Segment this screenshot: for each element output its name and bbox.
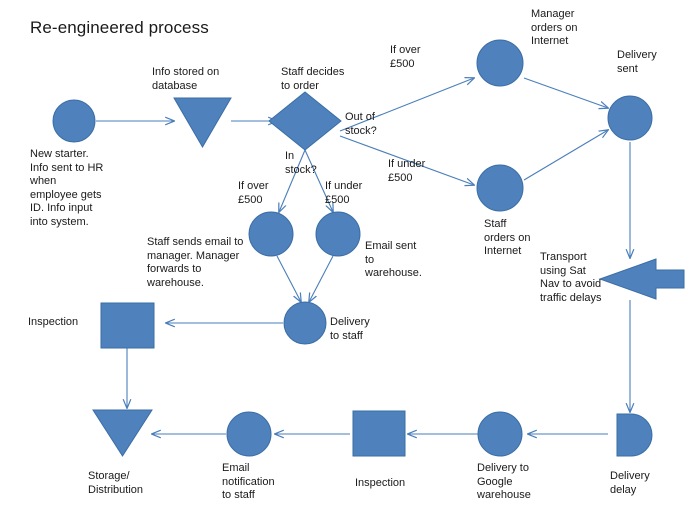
edge-staffsendsemail-deliverytostaff	[276, 255, 301, 302]
node-delivery-to-staff[interactable]	[283, 301, 327, 345]
node-inspection-mid[interactable]	[100, 302, 155, 349]
label-manager-orders-internet: Manager orders on Internet	[531, 8, 578, 47]
label-if-over-500-top: If over £500	[390, 44, 421, 70]
node-transport-block-arrow[interactable]	[598, 258, 685, 300]
label-inspection-mid: Inspection	[28, 316, 79, 328]
label-staff-orders-internet: Staff orders on Internet	[484, 218, 531, 257]
label-delivery-delay: Delivery delay	[610, 470, 650, 496]
label-out-of-stock: Out of stock?	[345, 111, 377, 137]
node-storage-distribution[interactable]	[92, 409, 153, 457]
node-email-notification-staff[interactable]	[226, 411, 272, 457]
node-staff-orders-internet[interactable]	[476, 164, 524, 212]
edge-decision-emailsentwarehouse	[304, 149, 333, 212]
node-staff-sends-email-manager[interactable]	[248, 211, 294, 257]
node-info-stored-database[interactable]	[173, 97, 232, 148]
page-title: Re-engineered process	[30, 18, 209, 37]
label-email-sent-warehouse: Email sent to warehouse.	[365, 240, 422, 279]
label-if-under-500-top: If under £500	[388, 158, 426, 184]
edge-stafforders-deliverysent	[523, 130, 608, 181]
edge-emailsentwarehouse-deliverytostaff	[309, 255, 334, 302]
node-inspection-bottom[interactable]	[352, 410, 406, 457]
node-delivery-sent[interactable]	[607, 95, 653, 141]
label-staff-decides-to-order: Staff decides to order	[281, 66, 345, 92]
label-email-notification-staff: Email notification to staff	[222, 462, 275, 501]
label-transport-sat-nav: Transport using Sat Nav to avoid traffic…	[540, 251, 602, 304]
node-delivery-delay[interactable]	[616, 413, 653, 457]
label-if-under-500-mid: If under £500	[325, 180, 363, 206]
connectors	[96, 78, 630, 434]
edge-manager-deliverysent	[523, 77, 608, 108]
node-email-sent-warehouse[interactable]	[315, 211, 361, 257]
label-if-over-500-mid: If over £500	[238, 180, 269, 206]
label-delivery-to-staff: Delivery to staff	[330, 316, 370, 342]
shapes	[52, 39, 685, 457]
node-delivery-google-warehouse[interactable]	[477, 411, 523, 457]
label-inspection-bottom: Inspection	[355, 477, 406, 489]
label-info-stored-database: Info stored on database	[152, 66, 220, 92]
label-delivery-sent: Delivery sent	[617, 49, 657, 75]
label-new-starter: New starter. Info sent to HR when employ…	[30, 148, 104, 228]
edge-decision-manager	[339, 78, 474, 132]
edge-decision-stafforders	[339, 135, 474, 185]
label-storage-distribution: Storage/ Distribution	[88, 470, 144, 496]
label-staff-sends-email: Staff sends email to manager. Manager fo…	[147, 236, 244, 289]
label-delivery-google-warehouse: Delivery to Google warehouse	[477, 462, 531, 501]
node-manager-orders-internet[interactable]	[476, 39, 524, 87]
label-in-stock: In stock?	[285, 150, 317, 176]
node-new-starter[interactable]	[52, 99, 96, 143]
edge-decision-staffsendsemail	[279, 149, 306, 212]
node-staff-decides-to-order[interactable]	[268, 91, 342, 151]
